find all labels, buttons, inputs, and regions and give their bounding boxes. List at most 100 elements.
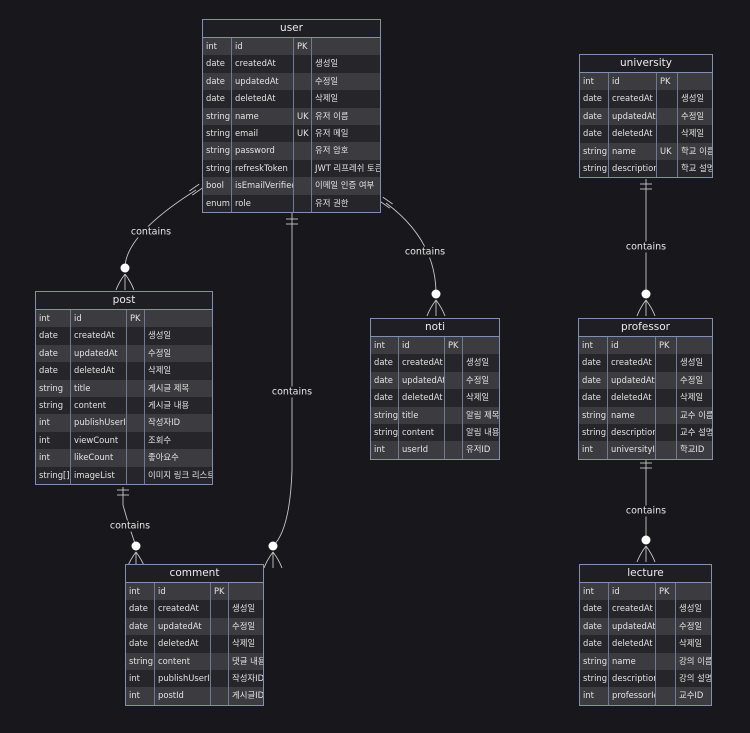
attr-name: password [232, 142, 294, 160]
attr-name: imageList [71, 466, 127, 484]
attr-name: id [609, 583, 656, 601]
attr-comment: 생성일 [232, 603, 256, 614]
attr-key [445, 354, 463, 372]
attr-key [445, 406, 463, 424]
attr-comment: 수정일 [466, 374, 490, 385]
attr-type: string [36, 379, 71, 397]
attr-type: date [371, 389, 399, 407]
attr-key [657, 125, 678, 143]
attr-name: title [71, 379, 127, 397]
attr-key [656, 635, 676, 653]
attr-name: id [155, 583, 211, 601]
attr-type: string [579, 406, 608, 424]
attr-key [656, 617, 676, 636]
attr-name: deletedAt [232, 90, 294, 108]
attr-comment: 삭제일 [681, 128, 705, 139]
attr-name: publishUserId [71, 414, 127, 432]
attr-type: date [36, 327, 71, 345]
attr-comment: 삭제일 [680, 392, 704, 403]
attr-comment: 좋아요수 [148, 452, 179, 463]
attr-key [657, 90, 678, 108]
attr-type: int [371, 441, 399, 459]
attr-type: string [580, 669, 609, 688]
relationship-label: contains [128, 226, 174, 238]
attr-key: PK [657, 73, 678, 91]
many-marker [263, 541, 283, 569]
attr-name: createdAt [399, 354, 445, 372]
attr-name: updatedAt [399, 371, 445, 390]
attr-name: updatedAt [609, 617, 656, 636]
attr-name: name [609, 142, 657, 160]
attr-type: int [36, 310, 71, 328]
attr-type: string [579, 423, 608, 442]
attr-name: email [232, 124, 294, 143]
attr-type: date [580, 90, 609, 108]
one-marker [640, 462, 652, 469]
relationship-edge [263, 213, 298, 569]
attr-comment: 강의 설명 [679, 672, 711, 683]
attr-type: date [579, 354, 608, 372]
attr-name: deletedAt [608, 389, 656, 407]
attr-key [656, 406, 677, 424]
attr-comment: 생성일 [315, 58, 339, 69]
attr-type: date [126, 617, 155, 636]
attr-key [657, 159, 678, 178]
attr-name: description [609, 159, 657, 178]
attr-comment: 유저 권한 [315, 197, 349, 208]
attr-type: int [579, 441, 608, 459]
attr-comment: JWT 리프레쉬 토큰 [315, 162, 380, 173]
one-marker [379, 196, 393, 209]
attr-comment: 삭제일 [679, 638, 703, 649]
attr-key [656, 371, 677, 390]
attr-name: deletedAt [609, 635, 656, 653]
attr-comment: 강의 이름 [679, 655, 711, 666]
attr-type: date [580, 635, 609, 653]
attr-key [127, 344, 145, 363]
attr-comment: 삭제일 [466, 392, 490, 403]
attr-key [127, 466, 145, 484]
attr-comment: 유저 암호 [315, 145, 349, 156]
one-marker [640, 183, 652, 190]
attr-comment: 수정일 [680, 374, 704, 385]
attr-type: date [203, 72, 232, 91]
attr-comment: 게시글ID [232, 690, 263, 701]
attr-name: updatedAt [232, 72, 294, 91]
attr-key [294, 159, 312, 178]
attr-comment: 생성일 [680, 357, 704, 368]
attr-key [127, 414, 145, 432]
attr-comment [145, 310, 212, 327]
attr-type: bool [203, 177, 232, 195]
many-marker [426, 289, 446, 317]
attr-name: content [399, 423, 445, 442]
attr-type: string [580, 652, 609, 670]
attr-comment: 유저 이름 [315, 110, 349, 121]
attr-comment [676, 583, 711, 600]
attr-name: updatedAt [155, 617, 211, 636]
attr-type: int [36, 431, 71, 450]
entity-title: user [203, 20, 380, 38]
attr-type: date [36, 362, 71, 380]
attr-name: createdAt [71, 327, 127, 345]
attr-name: id [399, 337, 445, 355]
attr-key: PK [656, 337, 677, 355]
